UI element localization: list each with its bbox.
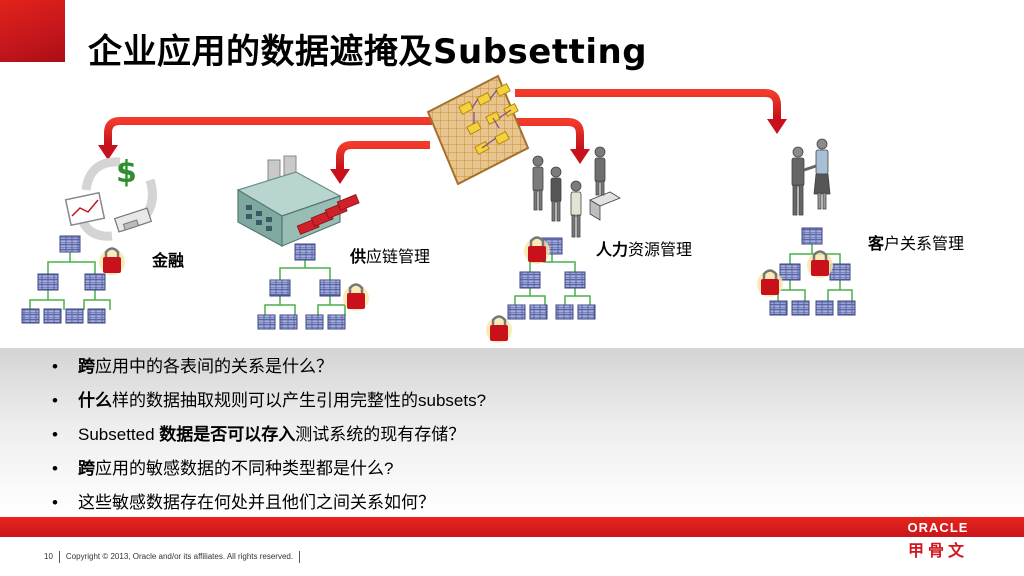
corner-accent — [0, 0, 65, 62]
copyright-text: Copyright © 2013, Oracle and/or its affi… — [65, 552, 294, 562]
question-list: 跨应用中的各表间的关系是什么？ 什么样的数据抽取规则可以产生引用完整性的subs… — [52, 350, 486, 520]
slide-title: 企业应用的数据遮掩及Subsetting — [88, 32, 648, 72]
padlock-icon — [807, 250, 833, 278]
arrow-heads — [98, 119, 787, 184]
data-model-icon — [426, 74, 530, 186]
bullet-item: Subsetted 数据是否可以存入测试系统的现有存储？ — [52, 418, 486, 452]
padlock-icon — [486, 315, 512, 343]
flow-arrows — [104, 89, 781, 170]
oracle-logo: ORACLE 甲骨文 — [907, 520, 969, 560]
bullet-item: 这些敏感数据存在何处并且他们之间关系如何？ — [52, 486, 486, 520]
padlock-icon — [757, 269, 783, 297]
bullet-item: 跨应用的敏感数据的不同种类型都是什么? — [52, 452, 486, 486]
bullet-item: 什么样的数据抽取规则可以产生引用完整性的subsets? — [52, 384, 486, 418]
hr-people-icon — [532, 146, 621, 238]
label-crm: 客户关系管理 — [868, 234, 965, 253]
label-finance: 金融 — [152, 251, 185, 270]
label-supply-chain: 供应链管理 — [350, 247, 431, 266]
finance-server-tree — [21, 235, 111, 324]
crm-server-tree — [769, 227, 856, 316]
diagram: $ — [21, 74, 856, 343]
supply-server-tree — [257, 243, 346, 330]
padlock-icon — [99, 247, 125, 275]
padlock-icon — [524, 236, 550, 264]
hr-server-tree — [507, 237, 596, 320]
footer-red-bar — [0, 517, 1024, 537]
padlock-icon — [343, 283, 369, 311]
svg-text:$: $ — [116, 155, 137, 190]
crm-handshake-icon — [791, 138, 831, 216]
finance-icon: $ — [64, 155, 157, 241]
label-hr: 人力资源管理 — [596, 240, 693, 259]
factory-icon — [236, 155, 360, 248]
slide-footer: 10 Copyright © 2013, Oracle and/or its af… — [44, 551, 306, 563]
page-number: 10 — [44, 552, 53, 562]
bullet-item: 跨应用中的各表间的关系是什么？ — [52, 350, 486, 384]
